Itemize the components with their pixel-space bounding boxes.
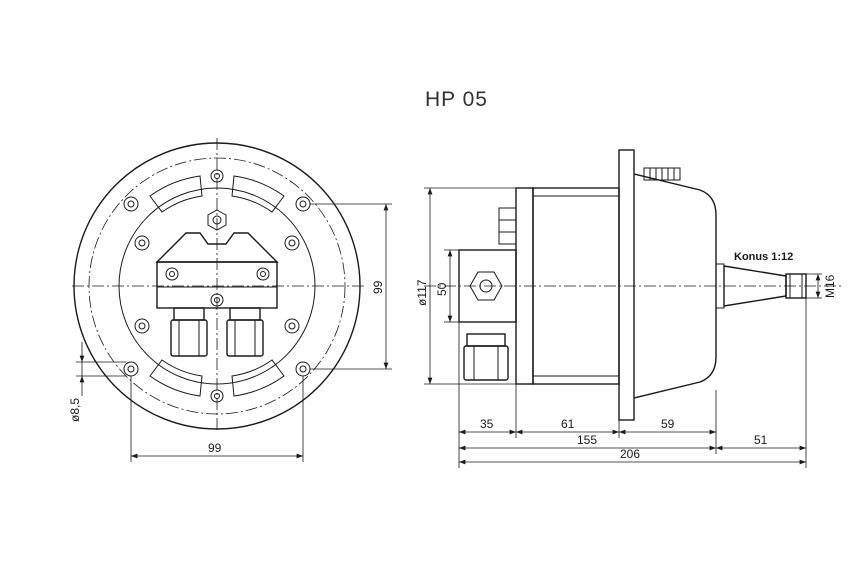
dim-seg-b-label: 61 bbox=[561, 417, 575, 431]
flange-slot bbox=[231, 175, 285, 213]
taper-label: Konus 1:12 bbox=[734, 251, 793, 263]
dim-hole-label: ø8,5 bbox=[68, 398, 82, 422]
flange-outer-ring bbox=[73, 142, 361, 430]
inner-screws bbox=[134, 235, 300, 334]
dim-seg-c-label: 59 bbox=[661, 417, 675, 431]
dim-flange-label: ø117 bbox=[415, 279, 429, 306]
dim-shaft-label: 51 bbox=[754, 433, 768, 447]
dim-body-label: 155 bbox=[577, 433, 597, 447]
hydraulic-fitting-left bbox=[170, 307, 208, 357]
dim-total-label: 206 bbox=[620, 447, 640, 461]
dim-seg-a-label: 35 bbox=[480, 417, 494, 431]
flange-slot bbox=[231, 359, 285, 397]
thread-label: M16 bbox=[823, 274, 837, 298]
side-fitting-nut bbox=[466, 333, 506, 347]
front-view: 99 99 ø8,5 bbox=[68, 138, 392, 462]
threaded-end bbox=[785, 273, 807, 299]
valve-block-top bbox=[155, 232, 279, 263]
flange-inner-ring bbox=[118, 187, 316, 385]
flange-slot bbox=[149, 359, 203, 397]
valve-body bbox=[156, 261, 278, 309]
side-hex-upper bbox=[498, 207, 517, 245]
hex-plug bbox=[207, 209, 227, 231]
port-block bbox=[458, 249, 517, 323]
hydraulic-fitting-right bbox=[226, 307, 264, 357]
dim-height-label: 99 bbox=[371, 280, 385, 294]
dim-width-label: 99 bbox=[208, 441, 222, 455]
mounting-flange bbox=[618, 149, 635, 421]
bolt-circle bbox=[88, 157, 346, 415]
drawing-title: HP 05 bbox=[425, 88, 488, 111]
side-fitting-body bbox=[463, 345, 509, 381]
side-view: ø117 50 35 61 59 155 51 206 Konus 1:12 bbox=[415, 149, 842, 468]
flange-slot bbox=[149, 175, 203, 213]
port-hex bbox=[469, 271, 503, 301]
dim-port-label: 50 bbox=[435, 282, 449, 296]
